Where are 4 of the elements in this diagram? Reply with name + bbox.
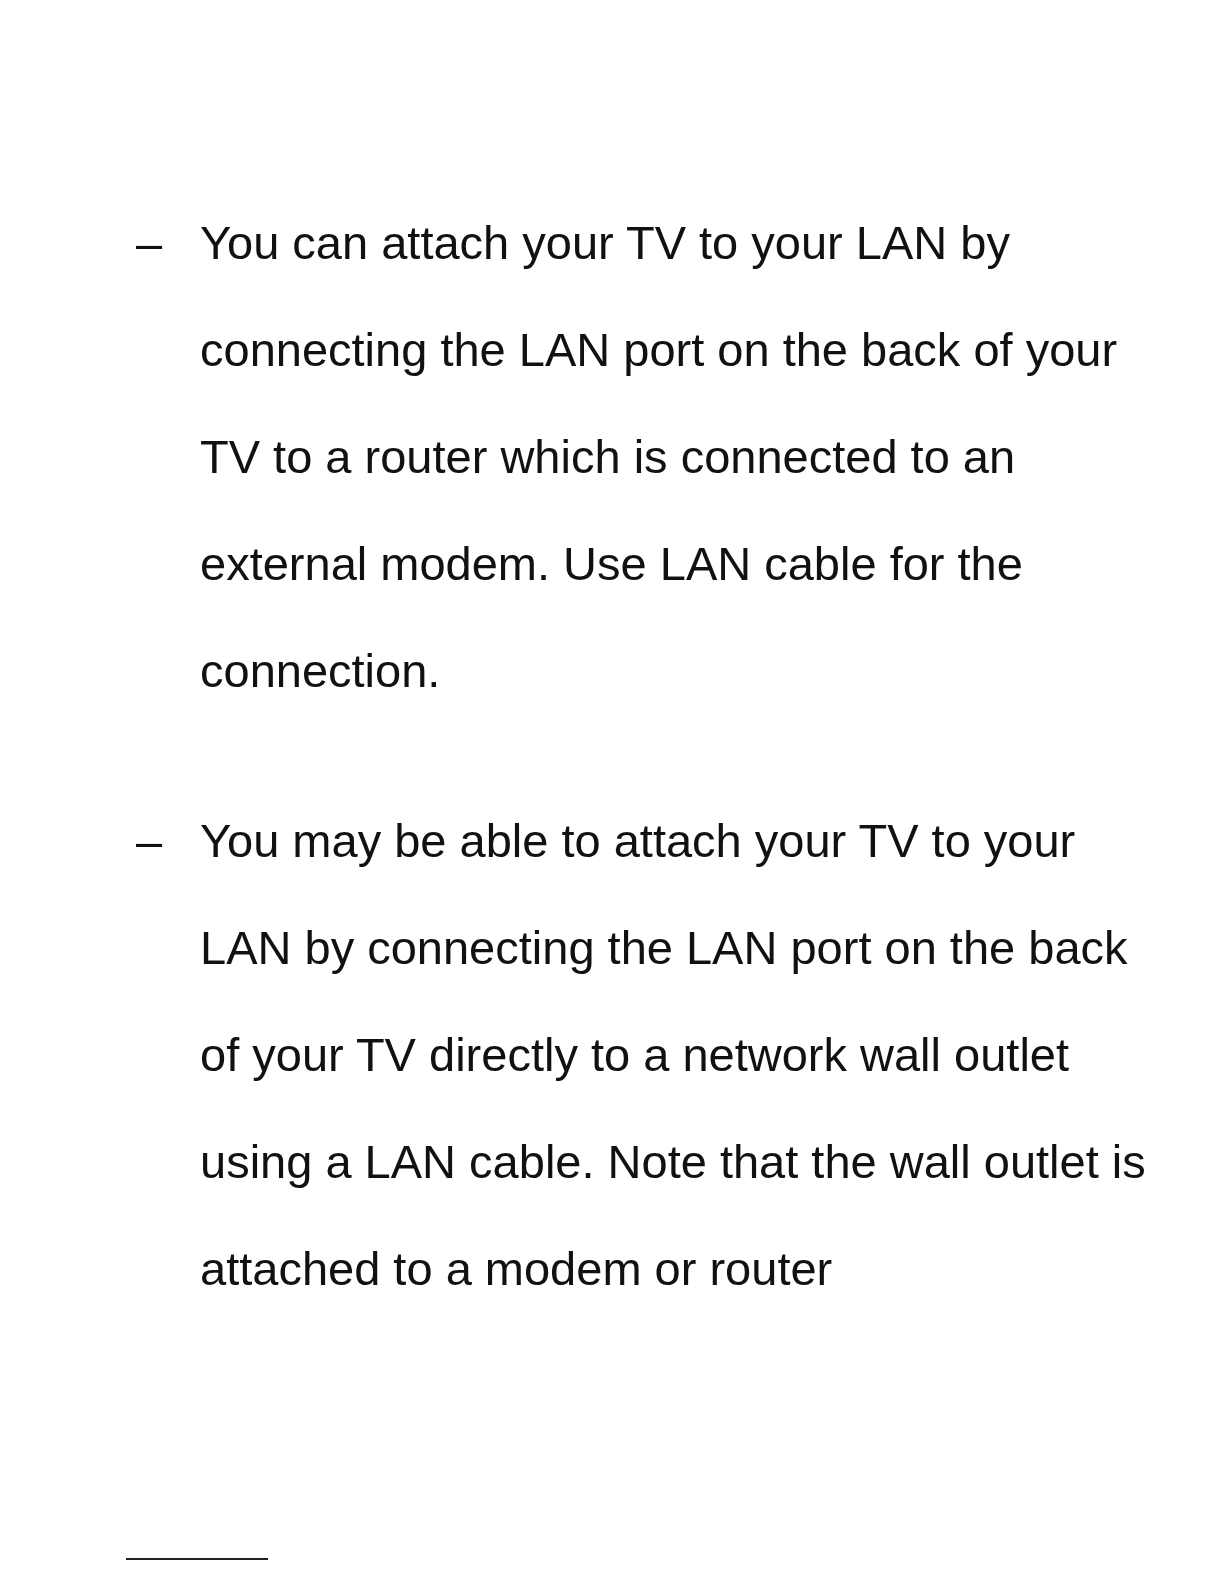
bullet-dash: –	[136, 813, 164, 869]
paragraph: You may be able to attach your TV to your LAN by connecting the LAN port on the back of your TV directly to a network wall outlet using a LAN cable. Note that the wall outlet is attached to a modem or router	[200, 813, 1147, 1297]
paragraph: You can attach your TV to your LAN by connecting the LAN port on the back of your TV to a router which is connected to an external modem. Use LAN cable for the connection.	[200, 215, 1119, 699]
bullet-dash: –	[136, 215, 164, 271]
